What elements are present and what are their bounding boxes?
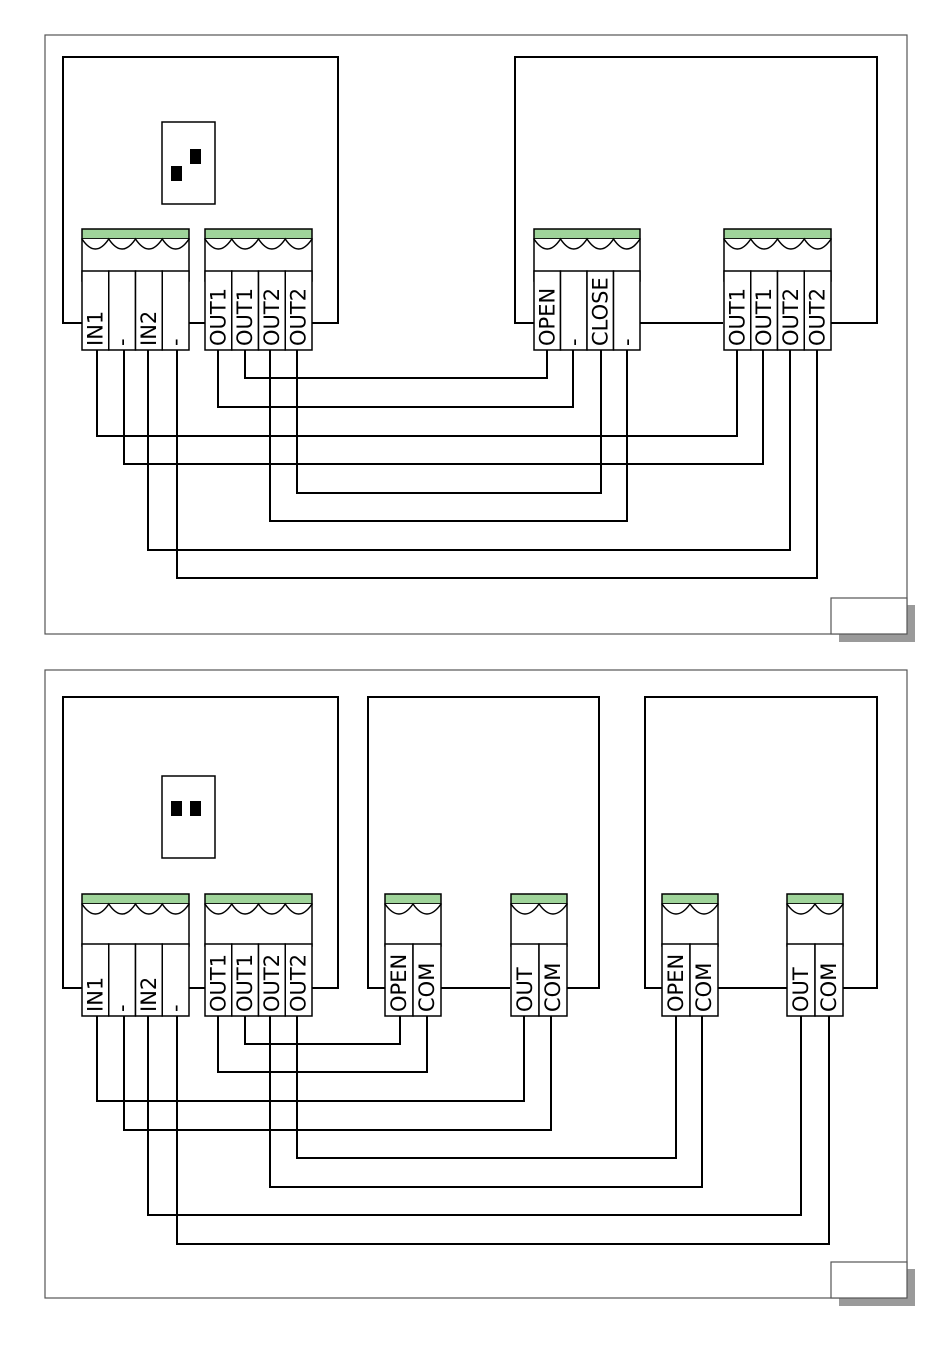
terminal-crown (82, 229, 189, 239)
terminal-label: OUT2 (260, 288, 284, 346)
terminal-crown (82, 894, 189, 904)
terminal-label: OUT (513, 967, 537, 1012)
terminal-label: COM (692, 963, 716, 1012)
terminal-label: OUT1 (233, 288, 257, 346)
diagram-1-controller-output-terminal-block: OUT1OUT1OUT2OUT2 (205, 229, 312, 350)
terminal-label: OUT1 (233, 954, 257, 1012)
terminal-cell (109, 271, 136, 350)
terminal-label: - (615, 338, 639, 346)
terminal-label: COM (817, 963, 841, 1012)
terminal-label: CLOSE (588, 277, 612, 346)
diagram-1-dip-lever-2 (190, 149, 201, 164)
terminal-label: OPEN (535, 288, 559, 346)
terminal-label: OUT2 (260, 954, 284, 1012)
diagram-2-dip-lever-1 (171, 801, 182, 816)
terminal-crown (205, 894, 312, 904)
diagram-2-corner-tag (831, 1262, 907, 1298)
terminal-label: COM (541, 963, 565, 1012)
terminal-label: OUT2 (779, 288, 803, 346)
terminal-label: IN1 (83, 977, 107, 1012)
terminal-cell (162, 271, 189, 350)
terminal-crown (534, 229, 640, 239)
terminal-label: OUT1 (725, 288, 749, 346)
terminal-crown (205, 229, 312, 239)
terminal-label: OPEN (387, 954, 411, 1012)
terminal-crown (662, 894, 718, 904)
terminal-label: OUT1 (752, 288, 776, 346)
terminal-label: OUT2 (287, 954, 311, 1012)
terminal-crown (511, 894, 567, 904)
terminal-label: - (110, 338, 134, 346)
diagram-2-controller-input-terminal-block: IN1-IN2- (82, 894, 189, 1016)
terminal-label: OUT2 (806, 288, 830, 346)
terminal-cell (614, 271, 641, 350)
terminal-crown (385, 894, 441, 904)
terminal-label: COM (415, 963, 439, 1012)
terminal-label: IN2 (137, 977, 161, 1012)
terminal-label: - (562, 338, 586, 346)
terminal-label: - (110, 1004, 134, 1012)
diagram-1-controller-input-terminal-block: IN1-IN2- (82, 229, 189, 350)
diagram-2-dip-lever-2 (190, 801, 201, 816)
terminal-cell (561, 271, 588, 350)
terminal-label: IN2 (137, 311, 161, 346)
terminal-label: IN1 (83, 311, 107, 346)
terminal-label: OUT1 (206, 954, 230, 1012)
terminal-label: - (164, 1004, 188, 1012)
terminal-crown (787, 894, 843, 904)
terminal-label: OUT2 (287, 288, 311, 346)
terminal-label: OPEN (664, 954, 688, 1012)
terminal-label: OUT (789, 967, 813, 1012)
diagram-1-dip-lever-1 (171, 166, 182, 181)
diagram-1-device-a-terminal-block: OPEN-CLOSE- (534, 229, 640, 350)
terminal-label: - (164, 338, 188, 346)
terminal-label: OUT1 (206, 288, 230, 346)
diagram-2-dip-switch (162, 776, 215, 858)
terminal-crown (724, 229, 831, 239)
diagram-1-corner-tag (831, 598, 907, 634)
diagram-1-dip-switch (162, 122, 215, 204)
